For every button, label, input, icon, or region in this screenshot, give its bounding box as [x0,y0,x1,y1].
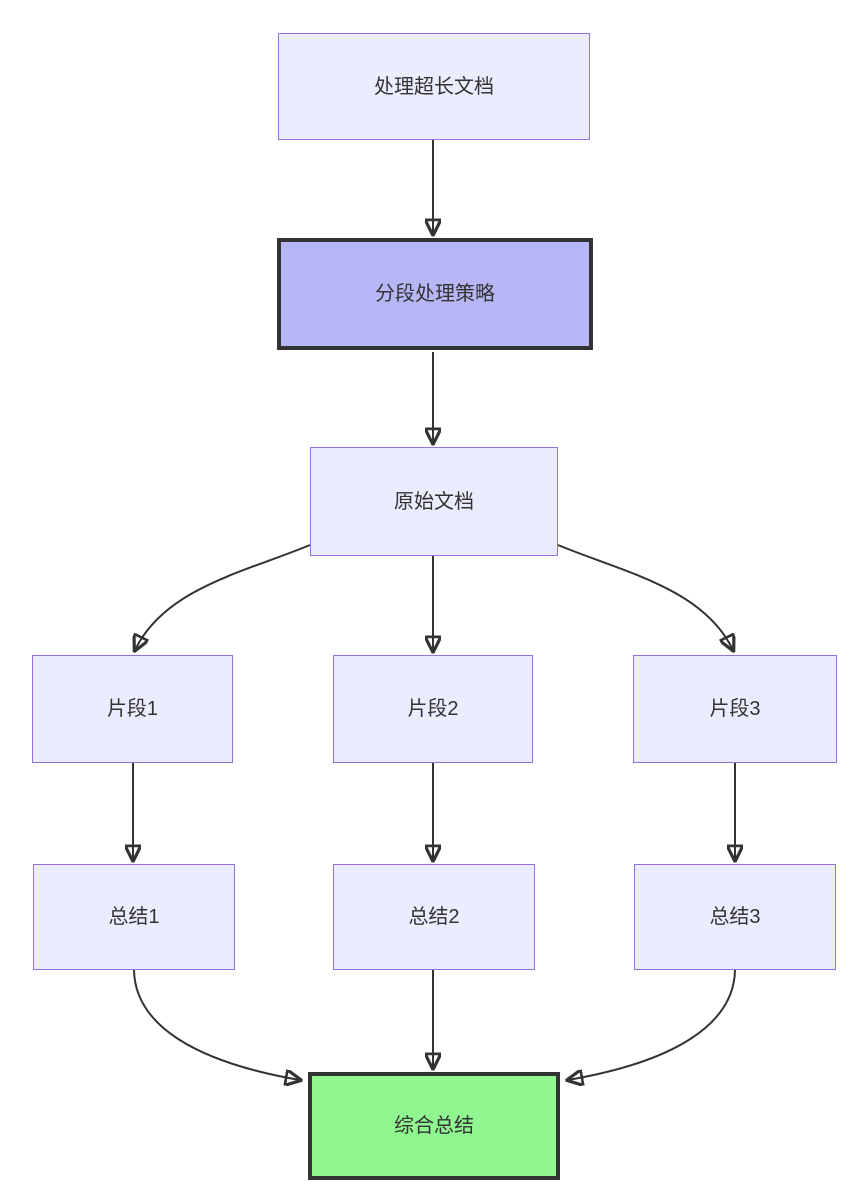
edge-sum3-final [568,969,736,1080]
node-summary-2: 总结2 [333,864,535,970]
node-original-document: 原始文档 [310,447,558,556]
node-fragment-3: 片段3 [633,655,837,763]
node-combined-summary: 综合总结 [308,1072,560,1180]
node-segmentation-strategy: 分段处理策略 [277,238,593,350]
node-fragment-2: 片段2 [333,655,533,763]
node-summary-3: 总结3 [634,864,836,970]
edge-original-frag1 [135,544,311,650]
edge-original-frag3 [557,544,733,650]
node-fragment-1: 片段1 [32,655,233,763]
edge-sum1-final [133,969,300,1080]
node-process-long-document: 处理超长文档 [278,33,590,140]
node-summary-1: 总结1 [33,864,235,970]
